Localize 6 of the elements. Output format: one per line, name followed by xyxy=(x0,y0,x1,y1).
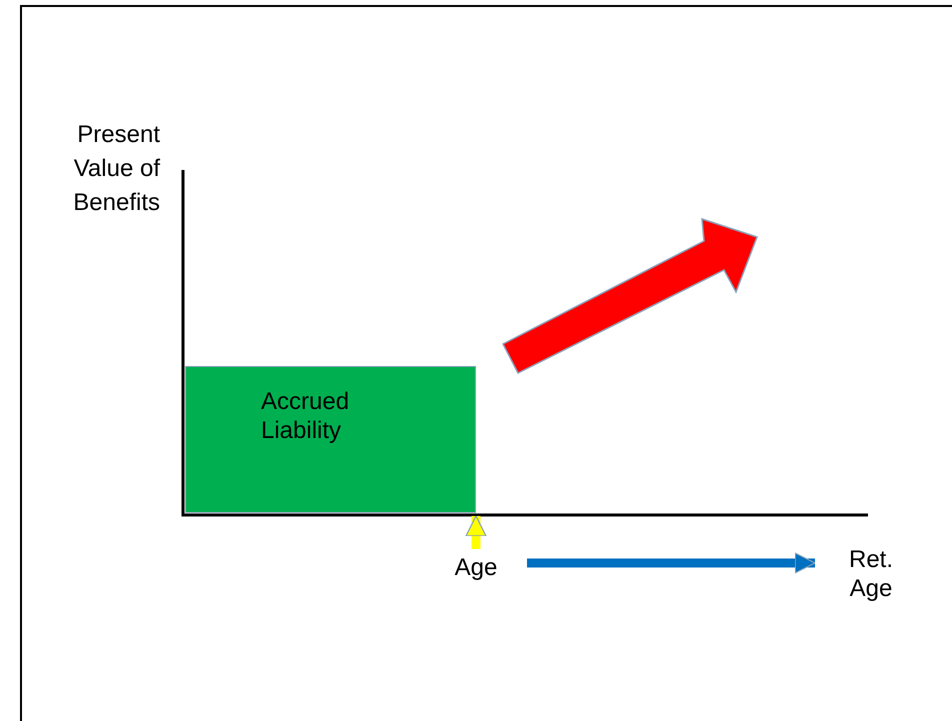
axis-title: Present Value of Benefits xyxy=(72,120,160,218)
axis-label: Ret. Age xyxy=(836,545,906,607)
arrow xyxy=(527,552,816,574)
liability-block: Accrued Liability xyxy=(185,366,476,513)
arrow xyxy=(466,515,486,549)
axis-label: Age xyxy=(445,553,507,583)
